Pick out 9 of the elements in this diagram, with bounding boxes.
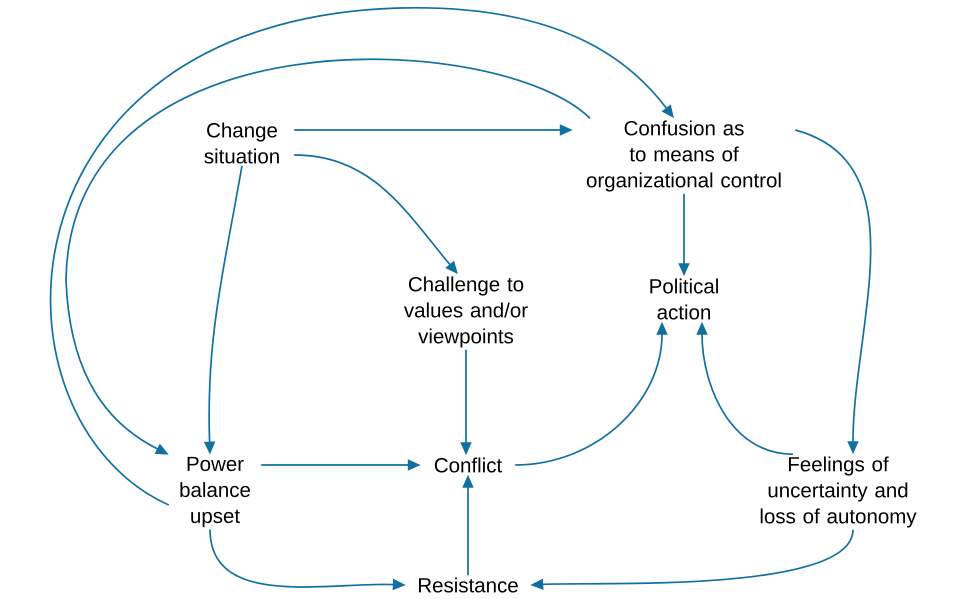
node-label: Power balance upset: [180, 456, 250, 528]
node-label: Feelings of uncertainty and loss of autonomy: [760, 456, 917, 528]
node-label: Political action: [650, 278, 718, 320]
node-label: Confusion as to means of organizational control: [586, 120, 781, 192]
node-label: Resistance: [418, 577, 518, 593]
node-label: Change situation: [204, 122, 279, 164]
node-label: Conflict: [434, 457, 502, 473]
node-label: Challenge to values and/or viewpoints: [404, 276, 528, 348]
arrow: [50, 7, 674, 506]
